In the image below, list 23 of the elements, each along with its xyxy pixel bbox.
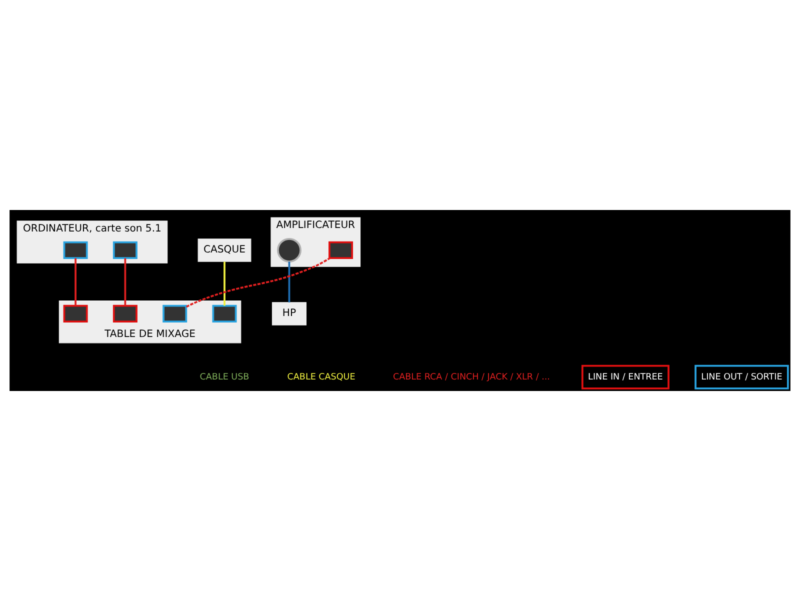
connector — [74, 258, 76, 306]
legend-label: LINE IN / ENTREE — [588, 372, 663, 382]
cluster: AMPLIFICATEUR — [270, 216, 361, 266]
node-circle — [276, 237, 302, 262]
node-box — [63, 304, 88, 322]
legend-label: LINE OUT / SORTIE — [701, 372, 782, 382]
node-box — [212, 304, 237, 322]
node-box — [63, 240, 88, 259]
legend-label: CABLE CASQUE — [287, 372, 356, 382]
connector — [224, 261, 226, 306]
node-box — [112, 240, 138, 259]
connector — [288, 261, 290, 302]
connector — [186, 256, 330, 308]
node-box — [162, 304, 188, 322]
cluster: ORDINATEUR, carte son 5.1 — [16, 220, 168, 263]
legend-label: CABLE USB — [200, 372, 250, 382]
connector — [124, 258, 126, 306]
cluster: TABLE DE MIXAGE — [58, 300, 242, 343]
legend-label: CABLE RCA / CINCH / JACK / XLR / ... — [393, 372, 550, 382]
node-box: HP — [272, 302, 307, 325]
node-box — [328, 240, 354, 259]
node-box: CASQUE — [198, 238, 252, 262]
node-box — [112, 304, 138, 322]
